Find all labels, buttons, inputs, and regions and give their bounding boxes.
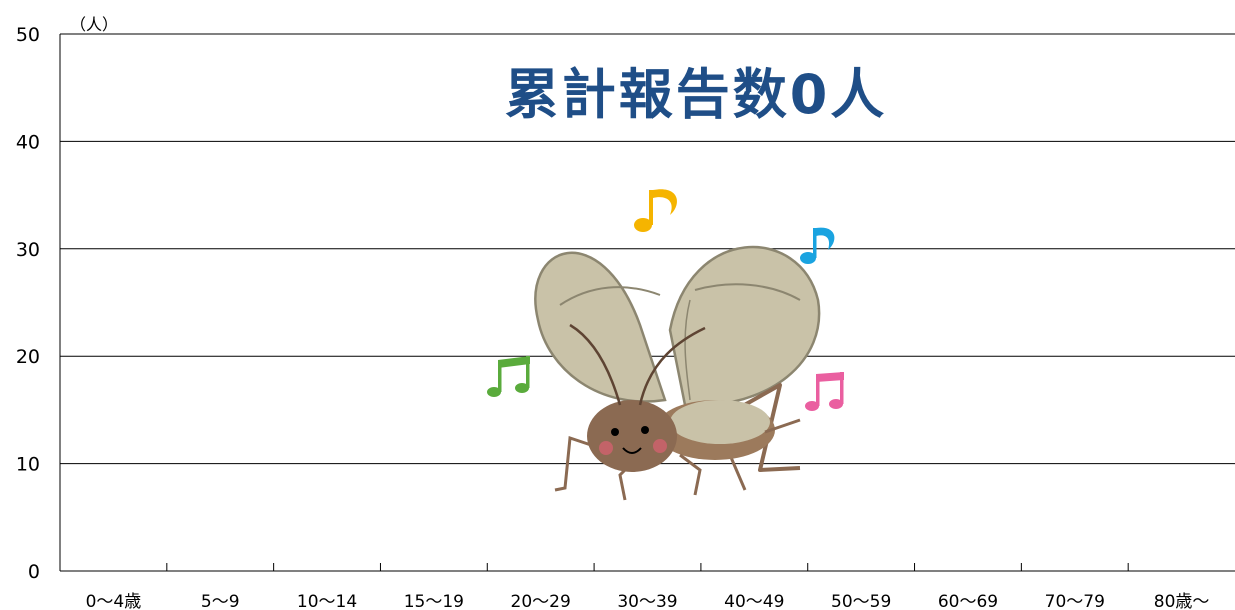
y-tick-labels: 0 10 20 30 40 50 (16, 24, 40, 583)
chart-annotation: 累計報告数0人 (505, 63, 888, 126)
x-tick-label: 40～49 (724, 592, 784, 610)
music-note-icon (634, 189, 678, 232)
x-tick-label: 20～29 (511, 592, 571, 610)
gridlines (60, 33, 1235, 465)
y-unit-label: （人） (70, 15, 118, 34)
y-tick-label: 0 (28, 561, 40, 583)
y-tick-label: 20 (16, 346, 40, 368)
x-tick-marks (166, 563, 1129, 571)
x-tick-label: 0～4歳 (86, 592, 142, 610)
x-tick-label: 60～69 (938, 592, 998, 610)
x-tick-label: 70～79 (1045, 592, 1105, 610)
y-tick-label: 50 (16, 24, 40, 46)
x-tick-labels: 0～4歳 5～9 10～14 15～19 20～29 30～39 40～49 50～59 60～… (86, 592, 1210, 610)
music-note-icon (805, 372, 844, 411)
x-tick-label: 15～19 (404, 592, 464, 610)
x-tick-label: 5～9 (201, 592, 240, 610)
x-tick-label: 30～39 (617, 592, 677, 610)
y-tick-label: 40 (16, 131, 40, 153)
music-note-icon (487, 356, 530, 397)
x-tick-label: 50～59 (831, 592, 891, 610)
y-tick-label: 30 (16, 239, 40, 261)
y-tick-label: 10 (16, 454, 40, 476)
music-note-icon (800, 227, 835, 264)
cricket-icon (534, 245, 821, 501)
x-tick-label: 10～14 (297, 592, 357, 610)
x-tick-label: 80歳～ (1154, 592, 1210, 610)
